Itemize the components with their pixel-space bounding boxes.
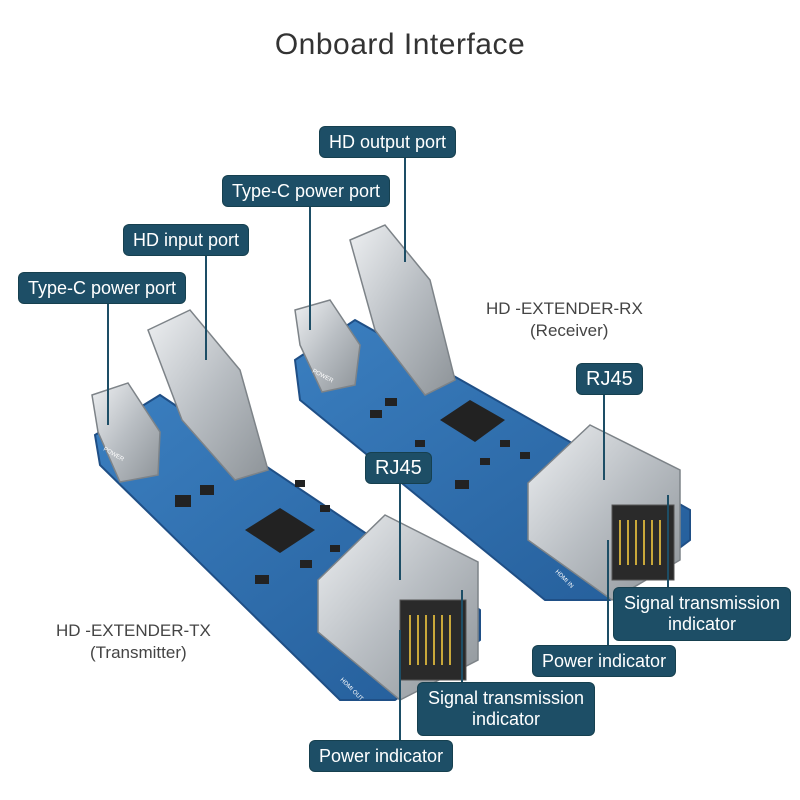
tx-component: [330, 545, 340, 552]
rx-signal-line2: indicator: [668, 614, 737, 634]
rx-rj45-label: RJ45: [577, 364, 642, 394]
tx-component: [295, 480, 305, 487]
rx-board-model: HD -EXTENDER-RX: [486, 299, 643, 318]
tx-component: [175, 495, 191, 507]
rx-component: [520, 452, 530, 459]
tx-component: [255, 575, 269, 584]
tx-component: [300, 560, 312, 568]
rx-component: [500, 440, 510, 447]
tx-rj45-connector: [317, 514, 479, 701]
tx-hdmi-connector: [147, 309, 269, 481]
tx-signal-line2: indicator: [472, 709, 541, 729]
tx-signal-indicator-label: Signal transmission indicator: [418, 683, 595, 735]
rx-chip: [440, 400, 505, 442]
rx-signal-indicator-label: Signal transmission indicator: [614, 588, 791, 640]
rx-component: [455, 480, 469, 489]
page-title: Onboard Interface: [274, 28, 526, 61]
rx-component: [415, 440, 425, 447]
rx-component: [385, 398, 397, 406]
tx-component: [200, 485, 214, 495]
rx-signal-line1: Signal transmission: [624, 593, 781, 613]
tx-rj45-label: RJ45: [366, 453, 431, 483]
leader-lines: [107, 156, 669, 742]
rx-component: [480, 458, 490, 465]
tx-signal-line1: Signal transmission: [428, 688, 585, 708]
tx-chip: [245, 508, 315, 553]
rx-board-name: HD -EXTENDER-RX (Receiver): [486, 298, 643, 342]
tx-board: POWER HDMI OUT: [91, 309, 481, 703]
rx-typec-label: Type-C power port: [223, 176, 390, 206]
tx-board-model: HD -EXTENDER-TX: [56, 621, 211, 640]
rx-power-indicator-label: Power indicator: [533, 646, 676, 676]
rx-typec-connector: [294, 299, 361, 393]
rx-board: POWER HDMI IN: [293, 224, 691, 601]
tx-hdmi-input-label: HD input port: [124, 225, 249, 255]
rx-rj45-connector: [527, 424, 681, 601]
tx-typec-label: Type-C power port: [19, 273, 186, 303]
rx-component: [370, 410, 382, 418]
rx-hdmi-output-label: HD output port: [320, 127, 456, 157]
tx-board-role: (Transmitter): [90, 643, 187, 662]
tx-power-indicator-label: Power indicator: [310, 741, 453, 771]
tx-component: [320, 505, 330, 512]
rx-hdmi-connector: [349, 224, 456, 396]
rx-board-role: (Receiver): [530, 321, 609, 340]
tx-board-name: HD -EXTENDER-TX (Transmitter): [56, 620, 211, 664]
